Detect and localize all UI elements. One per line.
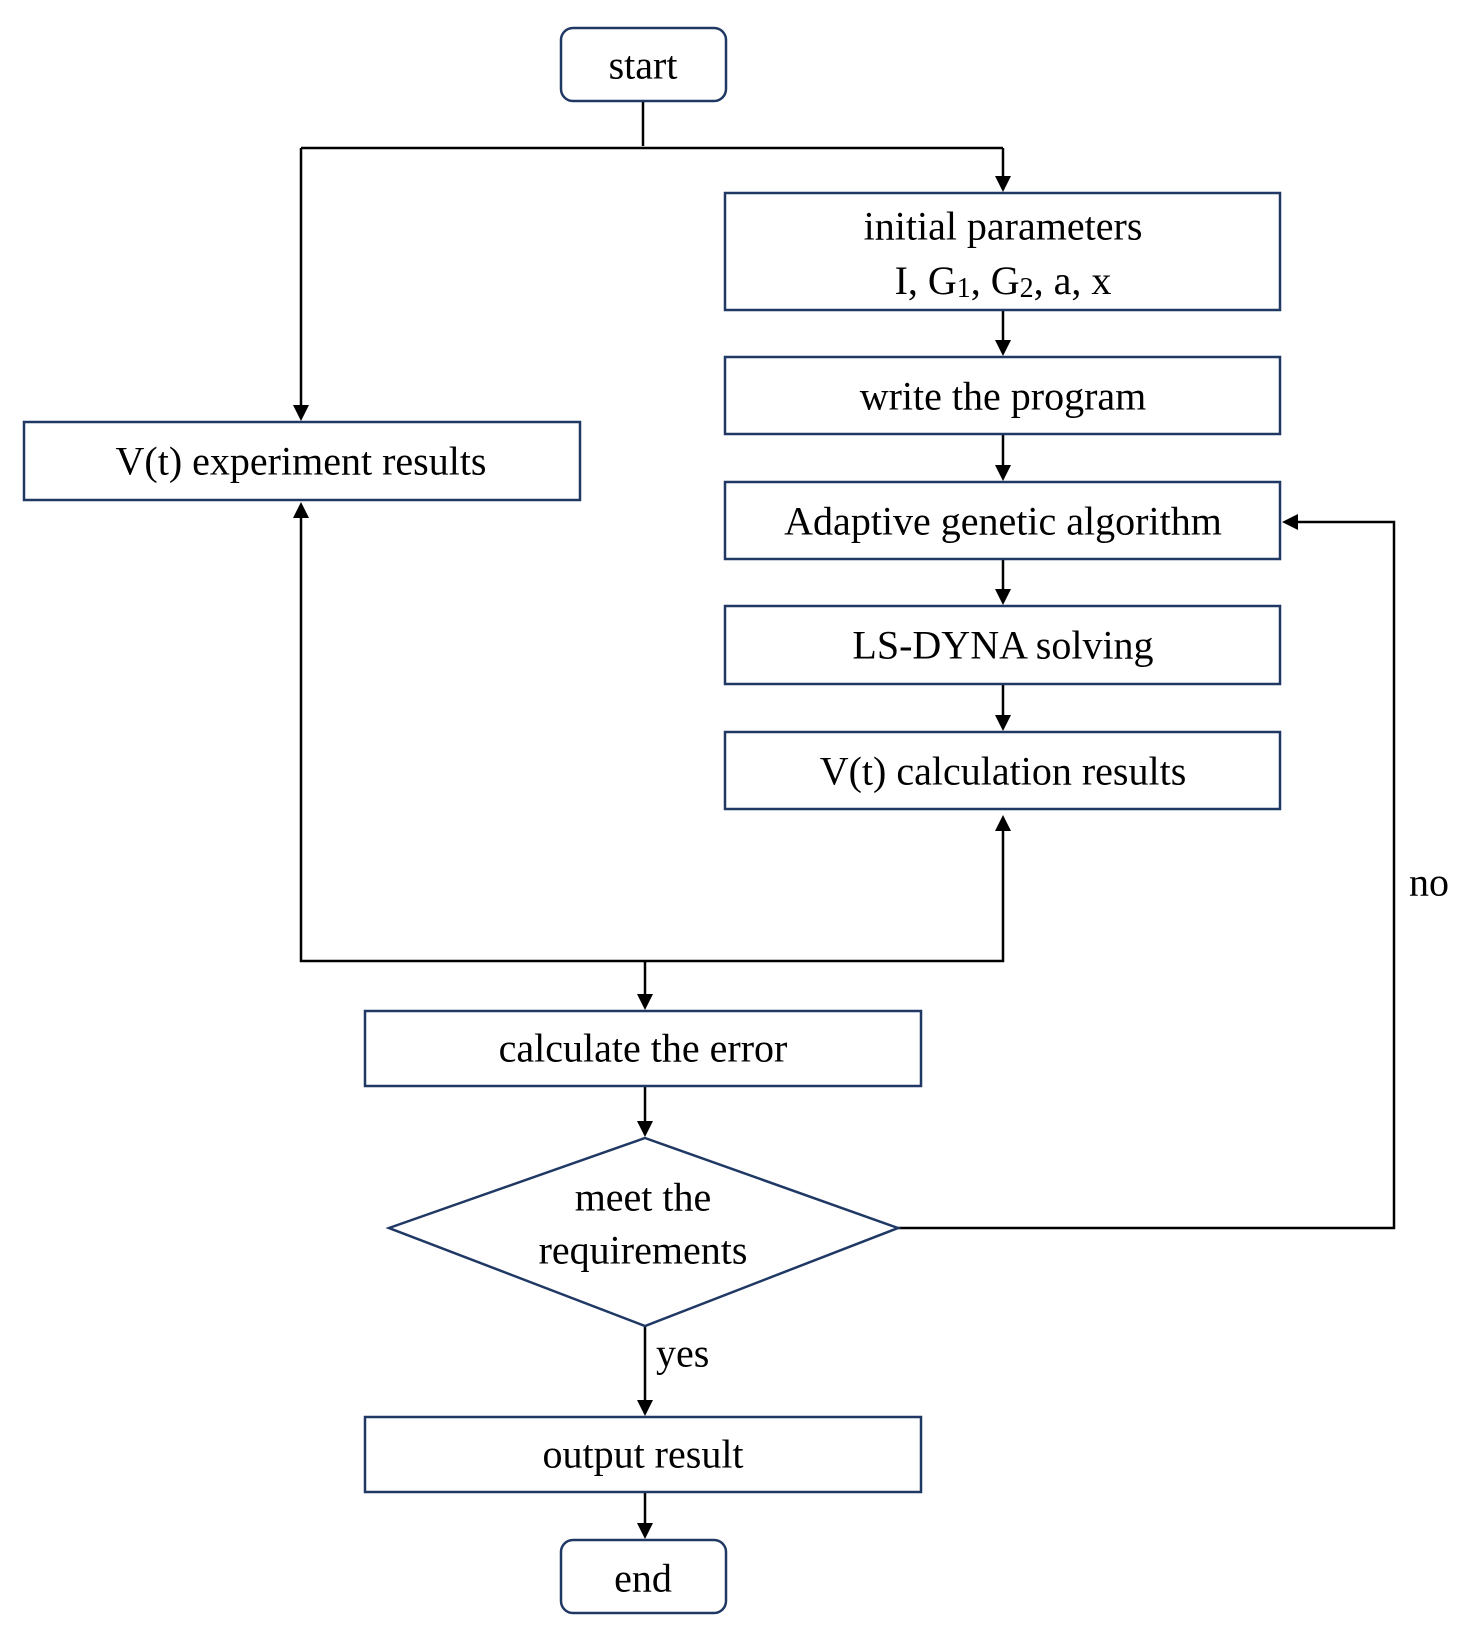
arrowhead-experiment-results <box>293 405 309 421</box>
param-i-g: I, G <box>895 258 957 303</box>
param-g1-subscript: 1 <box>957 273 971 304</box>
start-label: start <box>609 43 678 88</box>
connector-no-loop <box>898 520 1396 1230</box>
param-g2: , G <box>971 258 1020 303</box>
arrowhead-end <box>637 1523 653 1539</box>
initial-parameters-label: initial parameters <box>864 204 1143 249</box>
connector-merge-loop <box>299 517 1005 963</box>
write-program-box: write the program <box>723 355 1282 436</box>
decision-label-line2: requirements <box>539 1228 748 1273</box>
param-a-x: , a, x <box>1034 258 1112 303</box>
adaptive-ga-box: Adaptive genetic algorithm <box>723 480 1282 561</box>
experiment-results-label: V(t) experiment results <box>116 439 487 484</box>
initial-parameters-symbols: I, G1, G2, a, x <box>895 258 1112 304</box>
ls-dyna-label: LS-DYNA solving <box>852 623 1153 668</box>
arrowhead-output <box>637 1400 653 1416</box>
arrowhead-initial-parameters <box>995 176 1011 192</box>
decision-label-line1: meet the <box>575 1175 712 1220</box>
end-label: end <box>614 1556 672 1601</box>
decision-diamond: meet the requirements <box>385 1136 902 1328</box>
initial-parameters-box: initial parameters I, G1, G2, a, x <box>723 191 1282 312</box>
arrowhead-calc-results <box>995 715 1011 731</box>
connectors <box>299 101 1396 1524</box>
param-g2-subscript: 2 <box>1020 273 1034 304</box>
arrowhead-adaptive <box>995 465 1011 481</box>
calculate-error-box: calculate the error <box>363 1009 923 1088</box>
arrowhead-lsdyna <box>995 589 1011 605</box>
output-result-box: output result <box>363 1415 923 1494</box>
start-node: start <box>559 26 728 103</box>
ls-dyna-box: LS-DYNA solving <box>723 604 1282 686</box>
arrowhead-calc-up <box>995 815 1011 831</box>
no-label: no <box>1409 860 1449 905</box>
arrowhead-adaptive-loop <box>1282 514 1298 530</box>
experiment-results-box: V(t) experiment results <box>22 420 582 502</box>
arrowheads <box>293 176 1298 1539</box>
yes-label: yes <box>656 1331 709 1376</box>
arrowhead-calc-error <box>637 994 653 1010</box>
calculate-error-label: calculate the error <box>499 1026 788 1071</box>
calc-results-label: V(t) calculation results <box>820 749 1187 794</box>
write-program-label: write the program <box>860 374 1147 419</box>
arrowhead-write-program <box>995 340 1011 356</box>
adaptive-ga-label: Adaptive genetic algorithm <box>784 499 1222 544</box>
calc-results-box: V(t) calculation results <box>723 730 1282 811</box>
arrowhead-decision <box>637 1121 653 1137</box>
end-node: end <box>559 1538 728 1615</box>
arrowhead-experiment-up <box>293 502 309 518</box>
output-result-label: output result <box>542 1432 743 1477</box>
